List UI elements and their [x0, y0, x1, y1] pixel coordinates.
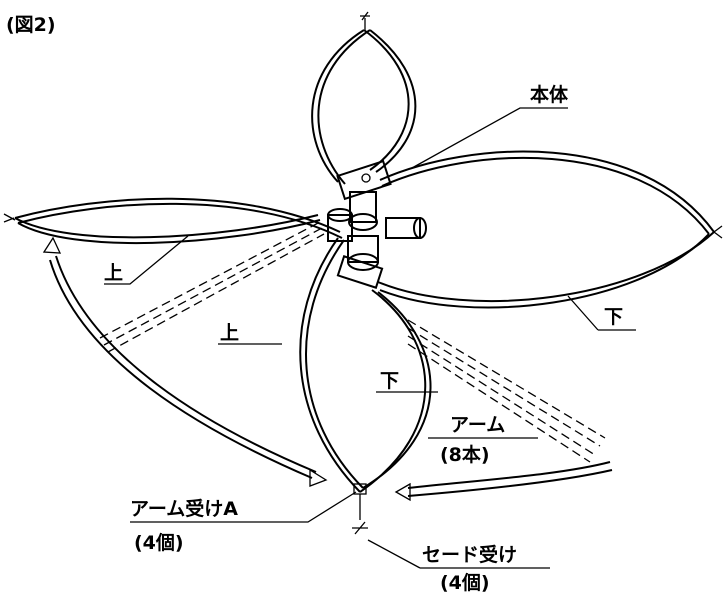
- arm-holder-count-label: (4個): [134, 532, 184, 554]
- upper-left-label: 上: [104, 262, 124, 284]
- right-arm-pair: [377, 150, 723, 309]
- upper-center-label: 上: [220, 322, 240, 344]
- shade-holder-label: セード受け: [422, 544, 518, 566]
- dashed-guides: [99, 221, 606, 463]
- top-arm-pair: [311, 11, 417, 185]
- center-body: [327, 159, 427, 289]
- motion-arrows: [42, 236, 613, 502]
- bottom-arm-pair: [299, 237, 432, 535]
- leader-lines: [104, 107, 636, 569]
- shade-holder-count-label: (4個): [440, 572, 490, 594]
- left-arm-pair: [3, 197, 343, 245]
- body-label: 本体: [530, 84, 569, 106]
- lower-right-label: 下: [604, 306, 624, 328]
- arm-label: アーム: [450, 414, 506, 436]
- arm-count-label: (8本): [440, 444, 490, 466]
- lower-center-label: 下: [380, 370, 400, 392]
- figure-label: (図2): [6, 14, 56, 36]
- arm-holder-label: アーム受けA: [130, 498, 238, 520]
